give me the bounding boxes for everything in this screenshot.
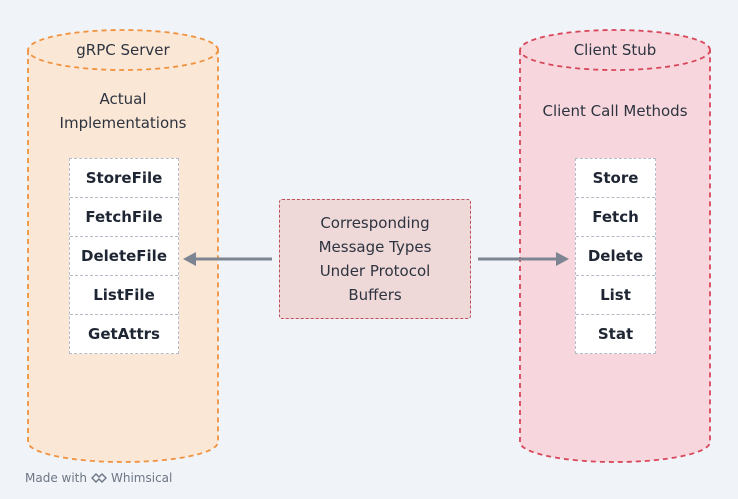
- method-store: Store: [576, 159, 655, 198]
- made-with-whimsical-footer[interactable]: Made with Whimsical: [25, 471, 172, 485]
- grpc-server-title: gRPC Server: [76, 41, 170, 59]
- method-listfile: ListFile: [70, 276, 178, 315]
- method-fetchfile: FetchFile: [70, 198, 178, 237]
- method-fetch: Fetch: [576, 198, 655, 237]
- method-delete: Delete: [576, 237, 655, 276]
- whimsical-logo-icon: [90, 473, 107, 483]
- arrow-right: [478, 252, 569, 266]
- made-with-label: Made with: [25, 471, 87, 485]
- client-stub-title: Client Stub: [573, 41, 657, 59]
- subtitle-line-1: Actual: [99, 90, 147, 108]
- method-stat: Stat: [597, 325, 634, 343]
- client-methods-list: Store Fetch Delete List Stat: [575, 158, 656, 354]
- method-storefile: StoreFile: [70, 159, 178, 198]
- method-list: List: [576, 276, 655, 315]
- method-getattrs: GetAttrs: [88, 325, 160, 343]
- whimsical-brand: Whimsical: [110, 471, 173, 485]
- server-methods-list: StoreFile FetchFile DeleteFile ListFile …: [69, 158, 179, 354]
- arrow-left: [183, 252, 272, 266]
- actual-implementations-label: Actual Implementations: [28, 87, 218, 135]
- protocol-buffers-box: Corresponding Message Types Under Protoc…: [279, 199, 471, 319]
- method-deletefile: DeleteFile: [70, 237, 178, 276]
- subtitle-line-2: Implementations: [59, 114, 187, 132]
- protocol-buffers-text: Corresponding Message Types Under Protoc…: [318, 214, 432, 304]
- client-call-methods-label: Client Call Methods: [542, 102, 688, 120]
